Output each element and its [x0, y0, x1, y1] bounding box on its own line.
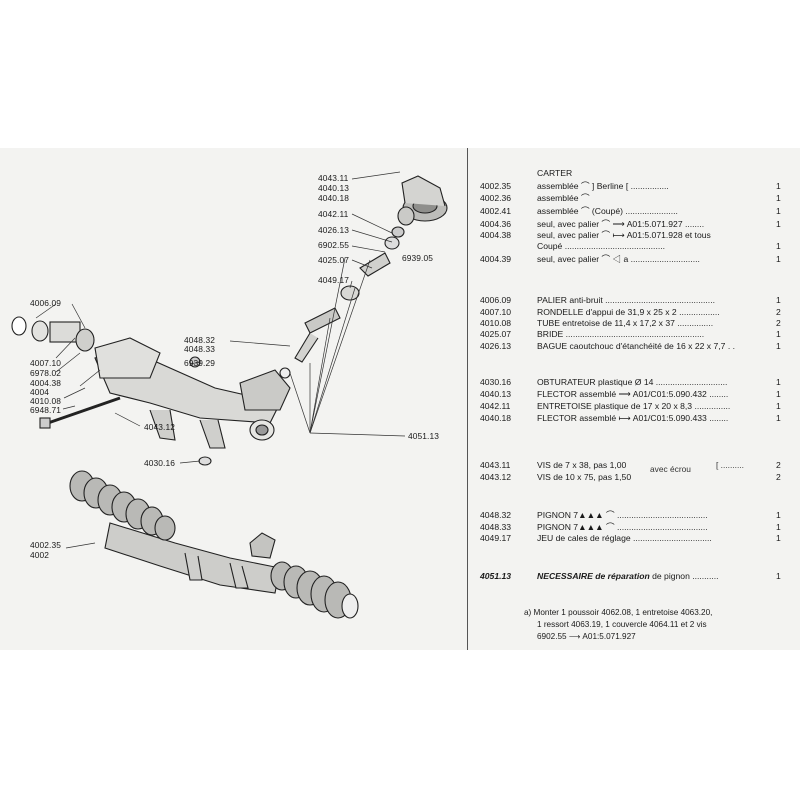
list-item: 4004.36 seul, avec palier ⌒ ⟶ A01:5.071.… [480, 219, 781, 229]
callout-6939-05: 6939.05 [402, 253, 433, 263]
callout-4049-17: 4049.17 [318, 275, 349, 285]
list-item: 4030.16 OBTURATEUR plastique Ø 14 ......… [480, 377, 781, 387]
list-item: 4006.09 PALIER anti-bruit ..............… [480, 295, 781, 305]
brace-dots: [ .......... [716, 460, 744, 470]
pinion-shaft [304, 307, 341, 334]
callout-4002-35: 4002.35 [30, 540, 61, 550]
left-gaiter [69, 470, 176, 541]
callout-4051-13: 4051.13 [408, 431, 439, 441]
callout-4004: 4004 [30, 387, 50, 397]
catalog-page: 4043.11 4040.13 4040.18 4042.11 4026.13 … [0, 148, 800, 650]
callout-4040-18: 4040.18 [318, 193, 349, 203]
bolt-part [47, 396, 121, 425]
callout-6939-29: 6939.29 [184, 358, 215, 368]
list-item: Coupé ..................................… [537, 241, 781, 251]
list-item: 4002.41 assemblée ⌒ (Coupé) ............… [480, 206, 781, 216]
list-item: 4007.10 RONDELLE d'appui de 31,9 x 25 x … [480, 307, 781, 317]
callout-4048-33: 4048.33 [184, 344, 215, 354]
page-divider [467, 148, 468, 650]
callout-4043-11: 4043.11 [318, 173, 349, 183]
list-item: 4043.11 VIS de 7 x 38, pas 1,00 2 [480, 460, 781, 470]
callout-4010-08: 4010.08 [30, 396, 61, 406]
callout-4048-32: 4048.32 [184, 335, 215, 345]
callout-4007-10: 4007.10 [30, 358, 61, 368]
callout-4030-16: 4030.16 [144, 458, 175, 468]
list-item: 4002.36 assemblée ⌒ 1 [480, 193, 781, 203]
list-item: 4043.12 VIS de 10 x 75, pas 1,50 2 [480, 472, 781, 482]
exploded-diagram [11, 171, 448, 619]
callout-4006-09: 4006.09 [30, 298, 61, 308]
list-item: 4025.07 BRIDE ..........................… [480, 329, 781, 339]
footnote-line: 6902.55 ⟶ A01:5.071.927 [537, 632, 636, 641]
list-item: 4026.13 BAGUE caoutchouc d'étanchéité de… [480, 341, 781, 351]
callout-4026-13: 4026.13 [318, 225, 349, 235]
list-item: 4004.39 seul, avec palier ⌒ ◁ a ........… [480, 254, 781, 264]
list-item: 4010.08 TUBE entretoise de 11,4 x 17,2 x… [480, 318, 781, 328]
callout-4004-38: 4004.38 [30, 378, 61, 388]
callout-4040-13: 4040.13 [318, 183, 349, 193]
right-gaiter [270, 561, 359, 619]
list-item: 4002.35 assemblée ⌒ ] Berline [ ........… [480, 181, 781, 191]
callout-4043-12: 4043.12 [144, 422, 175, 432]
callout-6902-55: 6902.55 [318, 240, 349, 250]
callout-6948-71: 6948.71 [30, 405, 61, 415]
pinion-housing [239, 369, 291, 411]
list-item: 4049.17 JEU de cales de réglage ........… [480, 533, 781, 543]
list-item: 4040.18 FLECTOR assemblé ⟼ A01/C01:5.090… [480, 413, 781, 423]
list-item: 4004.38 seul, avec palier ⌒ ⟼ A01:5.071.… [480, 230, 711, 240]
callout-6978-02: 6978.02 [30, 368, 61, 378]
ring-part [11, 316, 27, 336]
list-item-repair-kit: 4051.13 NECESSAIRE de réparation de pign… [480, 571, 781, 581]
callout-4025-07: 4025.07 [318, 255, 349, 265]
brace-label: avec écrou [650, 464, 691, 474]
footnote-line: 1 ressort 4063.19, 1 couvercle 4064.11 e… [537, 620, 707, 629]
list-item: 4040.13 FLECTOR assemblé ⟶ A01/C01:5.090… [480, 389, 781, 399]
list-item: 4048.32 PIGNON 7▲▲▲ ⌒ ..................… [480, 510, 781, 520]
callout-4042-11: 4042.11 [318, 209, 349, 219]
list-item: 4048.33 PIGNON 7▲▲▲ ⌒ ..................… [480, 522, 781, 532]
list-item: 4042.11 ENTRETOISE plastique de 17 x 20 … [480, 401, 781, 411]
callout-4002: 4002 [30, 550, 50, 560]
footnote-line: a) Monter 1 poussoir 4062.08, 1 entretoi… [524, 608, 713, 617]
section-title-carter: CARTER [537, 168, 573, 178]
